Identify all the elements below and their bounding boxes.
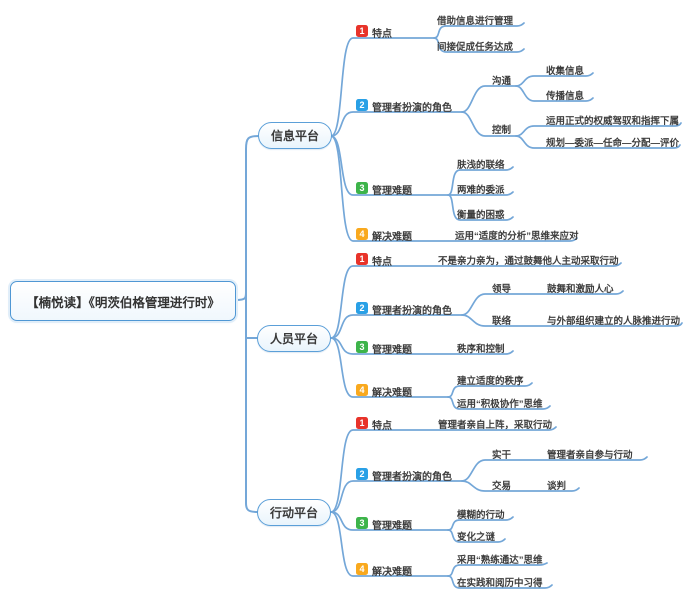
leaf-topic[interactable]: 建立适度的秩序 (457, 376, 524, 387)
priority-3-badge: 3 (356, 517, 368, 529)
priority-1-badge: 1 (356, 417, 368, 429)
leaf-topic[interactable]: 秩序和控制 (457, 344, 505, 355)
leaf-topic[interactable]: 运用“适度的分析”思维来应对 (455, 231, 579, 242)
leaf-topic[interactable]: 在实践和阅历中习得 (457, 578, 543, 589)
leaf-topic[interactable]: 衡量的困惑 (457, 210, 505, 221)
priority-4-badge: 4 (356, 228, 368, 240)
section-topic[interactable]: 特点 (372, 257, 392, 268)
branch-info-platform[interactable]: 信息平台 (258, 122, 332, 149)
priority-2-badge: 2 (356, 99, 368, 111)
leaf-topic[interactable]: 鼓舞和激励人心 (547, 284, 614, 295)
subtopic[interactable]: 交易 (492, 481, 512, 492)
leaf-topic[interactable]: 管理者亲自上阵，采取行动 (438, 420, 553, 431)
leaf-topic[interactable]: 间接促成任务达成 (437, 42, 514, 53)
leaf-topic[interactable]: 规划—委派—任命—分配—评价 (546, 138, 680, 149)
section-topic[interactable]: 管理者扮演的角色 (372, 306, 452, 317)
subtopic[interactable]: 实干 (492, 450, 512, 461)
branch-people-platform[interactable]: 人员平台 (257, 325, 331, 352)
section-topic[interactable]: 管理者扮演的角色 (372, 103, 452, 114)
subtopic[interactable]: 控制 (492, 125, 512, 136)
section-topic[interactable]: 特点 (372, 29, 392, 40)
leaf-topic[interactable]: 肤浅的联络 (457, 160, 505, 171)
leaf-topic[interactable]: 运用“积极协作”思维 (457, 399, 543, 410)
section-topic[interactable]: 管理难题 (372, 345, 412, 356)
branch-action-platform[interactable]: 行动平台 (257, 499, 331, 526)
priority-3-badge: 3 (356, 341, 368, 353)
leaf-topic[interactable]: 变化之谜 (457, 532, 496, 543)
leaf-topic[interactable]: 运用正式的权威驾驭和指挥下属 (546, 116, 680, 127)
root-topic[interactable]: 【楠悦读】《明茨伯格管理进行时》 (10, 281, 236, 321)
priority-1-badge: 1 (356, 25, 368, 37)
section-topic[interactable]: 特点 (372, 421, 392, 432)
leaf-topic[interactable]: 采用“熟练通达”思维 (457, 555, 543, 566)
subtopic[interactable]: 联络 (492, 316, 512, 327)
subtopic[interactable]: 沟通 (492, 76, 512, 87)
priority-2-badge: 2 (356, 302, 368, 314)
subtopic[interactable]: 领导 (492, 284, 512, 295)
leaf-topic[interactable]: 管理者亲自参与行动 (547, 450, 633, 461)
leaf-topic[interactable]: 谈判 (547, 481, 567, 492)
section-topic[interactable]: 管理难题 (372, 521, 412, 532)
leaf-topic[interactable]: 不是亲力亲为，通过鼓舞他人主动采取行动 (438, 256, 619, 267)
section-topic[interactable]: 解决难题 (372, 567, 412, 578)
leaf-topic[interactable]: 传播信息 (546, 91, 585, 102)
priority-4-badge: 4 (356, 384, 368, 396)
priority-2-badge: 2 (356, 468, 368, 480)
section-topic[interactable]: 解决难题 (372, 388, 412, 399)
leaf-topic[interactable]: 与外部组织建立的人脉推进行动 (547, 316, 681, 327)
section-topic[interactable]: 管理难题 (372, 186, 412, 197)
section-topic[interactable]: 管理者扮演的角色 (372, 472, 452, 483)
leaf-topic[interactable]: 两难的委派 (457, 185, 505, 196)
priority-4-badge: 4 (356, 563, 368, 575)
section-topic[interactable]: 解决难题 (372, 232, 412, 243)
priority-1-badge: 1 (356, 253, 368, 265)
leaf-topic[interactable]: 收集信息 (546, 66, 585, 77)
priority-3-badge: 3 (356, 182, 368, 194)
leaf-topic[interactable]: 借助信息进行管理 (437, 16, 514, 27)
leaf-topic[interactable]: 模糊的行动 (457, 510, 505, 521)
